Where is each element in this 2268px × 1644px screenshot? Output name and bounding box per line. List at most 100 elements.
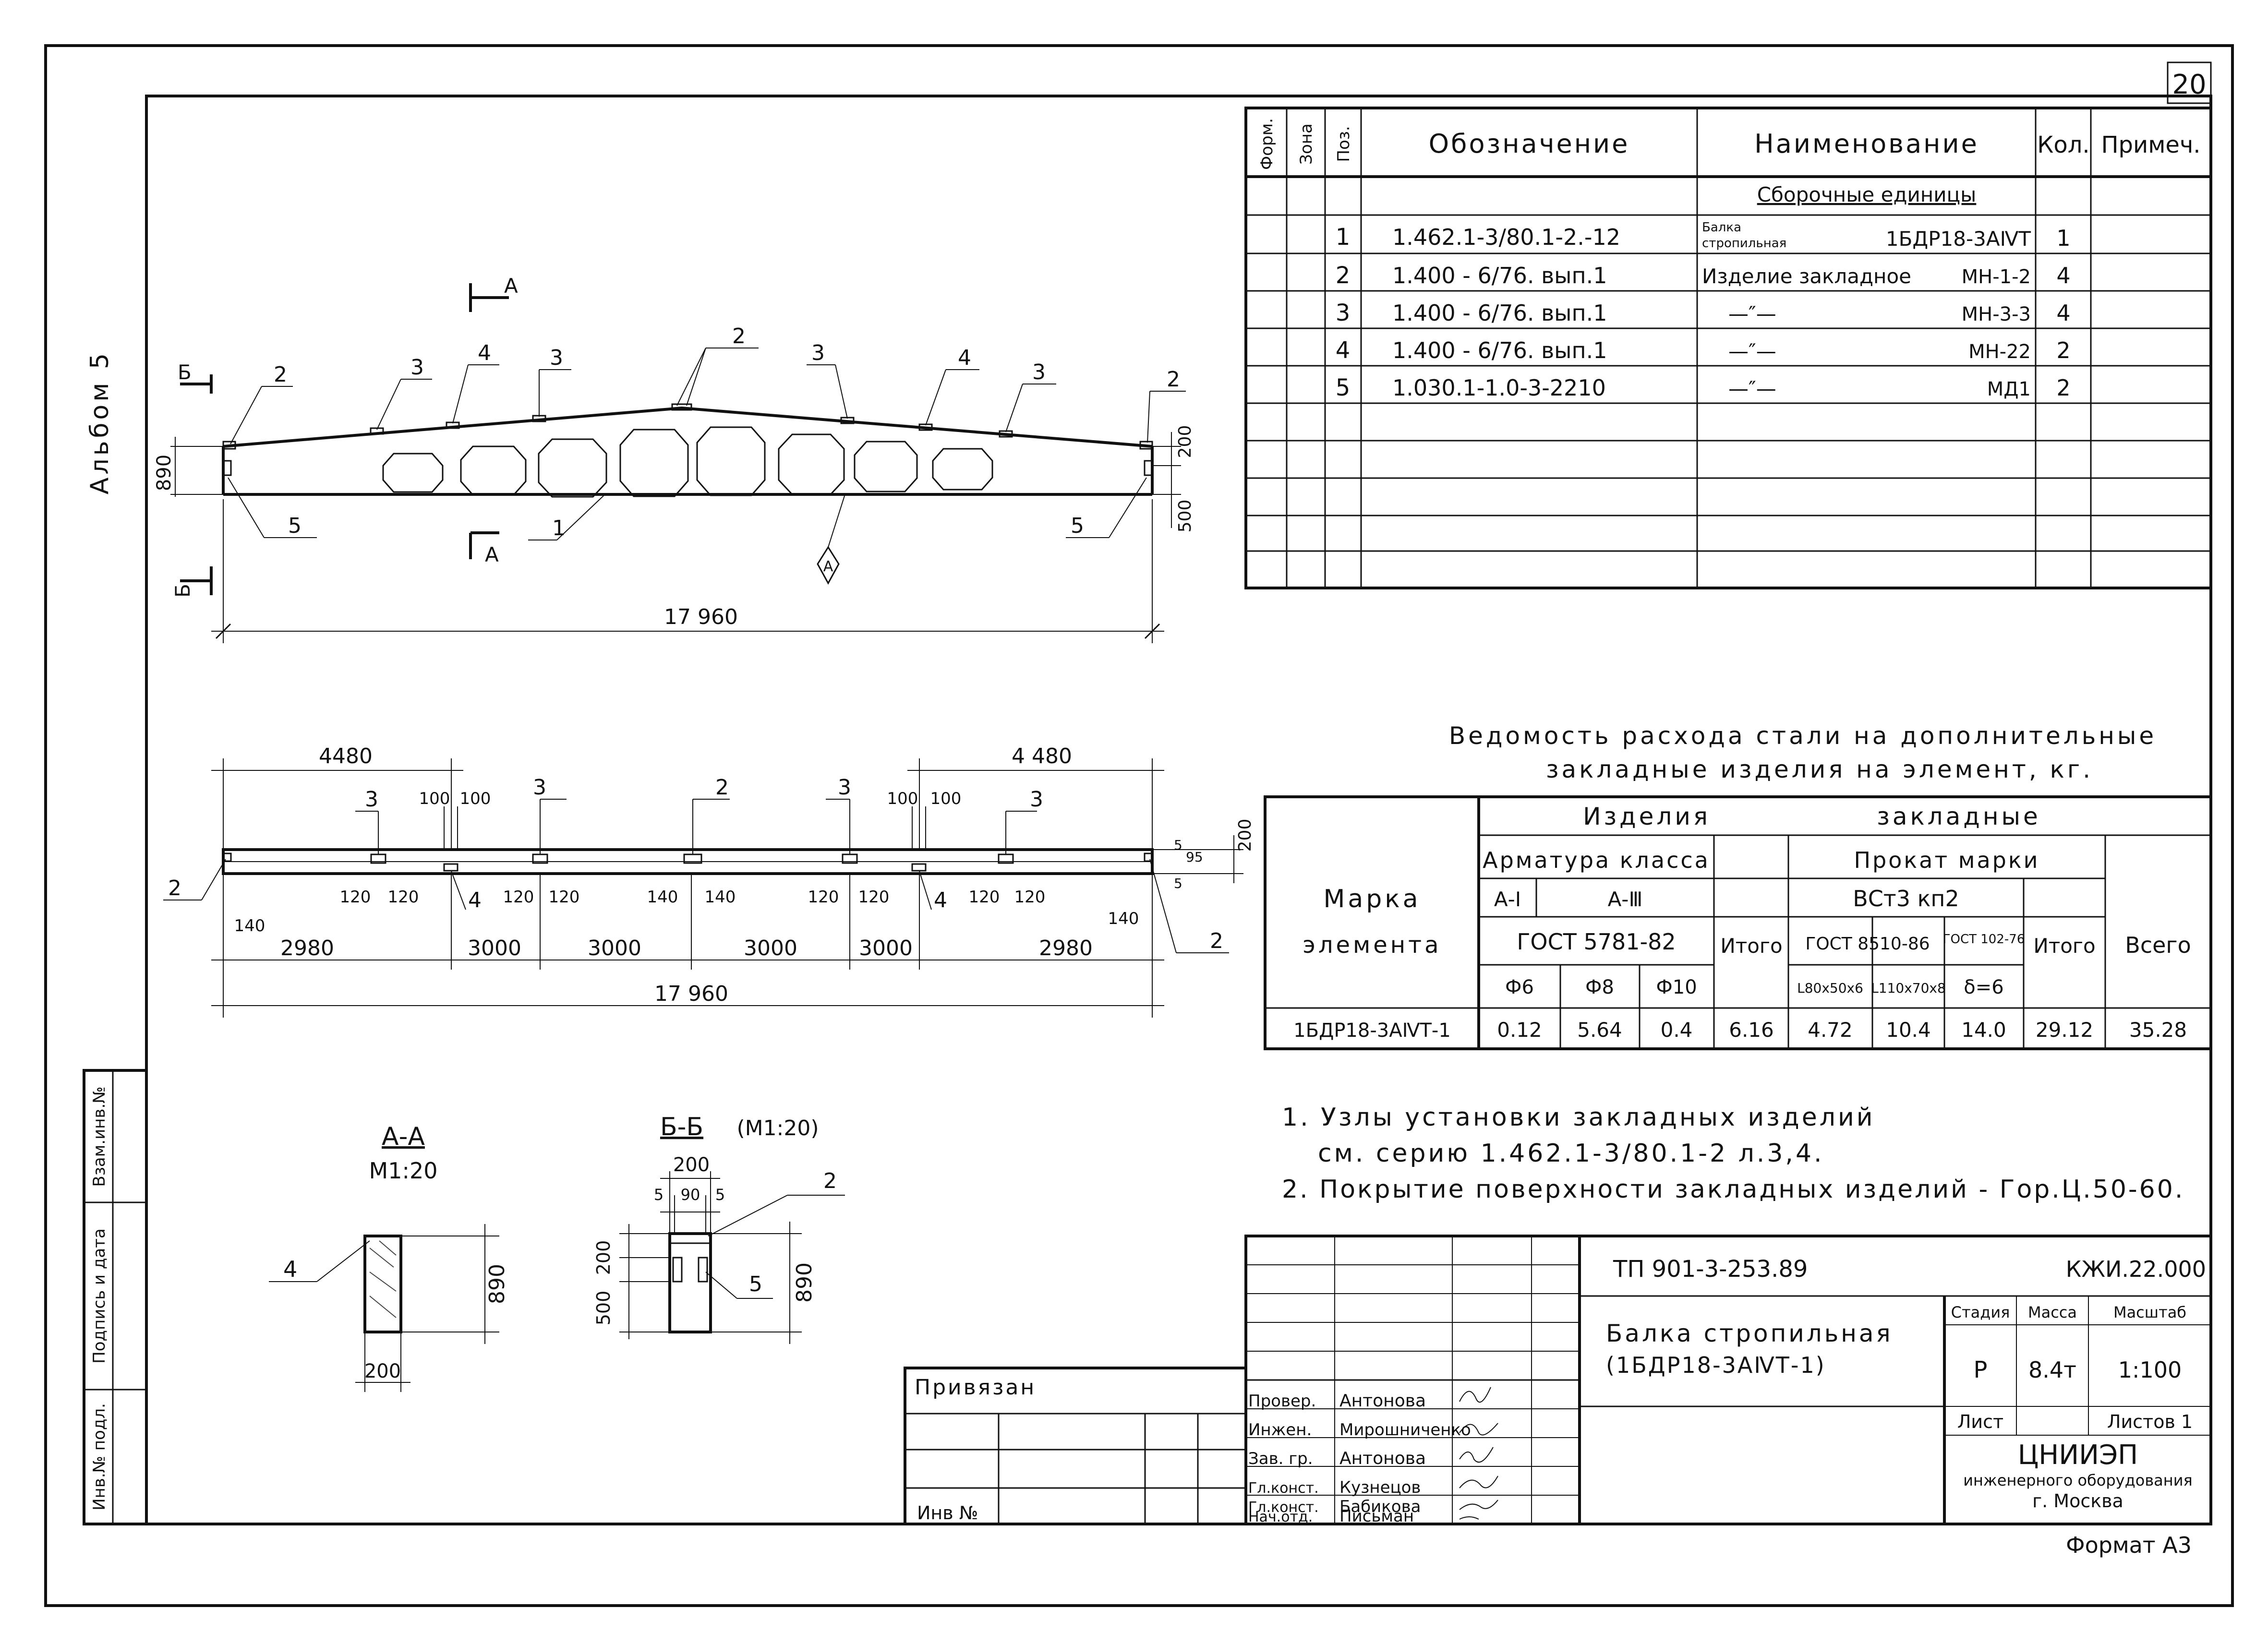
beam-elevation: А А Б Б 890 200 500 17 960 2 [153,274,1195,643]
svg-text:4: 4 [1336,337,1351,364]
steel-a3: А-Ⅲ [1608,888,1643,911]
tb-stage-h: Стадия [1951,1303,2010,1321]
svg-text:5.64: 5.64 [1577,1018,1622,1042]
svg-text:2: 2 [168,876,181,900]
svg-text:2: 2 [1210,929,1223,953]
plan-dim-100: 100 [419,789,450,808]
spec-header-note: Примеч. [2101,132,2200,158]
format-label: Формат А3 [2066,1532,2192,1558]
svg-text:Мирошниченко: Мирошниченко [1339,1420,1471,1440]
steel-d8: Ф8 [1585,976,1614,998]
section-aa: А-А М1:20 4 890 200 [269,1122,509,1392]
note-1: 1. Узлы установки закладных изделий [1282,1103,1875,1132]
svg-text:3: 3 [365,787,378,812]
plan-spacing: 2980 [280,936,334,960]
svg-text:2: 2 [1336,262,1351,289]
elev-length: 17 960 [664,605,738,629]
steel-table: Ведомость расхода стали на дополнительны… [1264,722,2212,1050]
plan-dim-4480-right: 4 480 [1012,744,1072,768]
spec-row: 5 1.030.1-1.0-3-2210 —″— МД1 2 [1336,374,2071,401]
svg-text:Кузнецов: Кузнецов [1339,1478,1421,1497]
steel-rolled-mark: Прокат марки [1854,847,2039,873]
plan-total-length: 17 960 [654,982,728,1006]
stamp-signature-date: Подпись и дата [90,1228,109,1364]
svg-text:0.12: 0.12 [1497,1018,1542,1042]
plan-dim-140: 140 [1108,909,1139,928]
steel-gost-rebar: ГОСТ 5781-82 [1517,929,1676,955]
plan-spacing: 2980 [1039,936,1093,960]
tb-stage: Р [1974,1356,1988,1383]
elev-dim-200: 200 [1175,425,1195,458]
note-1b: см. серию 1.462.1-3/80.1-2 л.3,4. [1318,1139,1824,1168]
svg-text:1: 1 [1336,224,1351,251]
svg-text:—″—: —″— [1728,377,1776,400]
plan-dim-120: 120 [503,888,534,907]
plan-dim-5: 5 [1174,837,1182,853]
section-a-top: А [504,274,518,298]
stamp-inv-no: Инв.№ подл. [90,1403,109,1511]
svg-text:Гл.конст.: Гл.конст. [1248,1499,1319,1516]
svg-text:Гл.конст.: Гл.конст. [1248,1480,1319,1497]
svg-text:2: 2 [715,775,729,800]
plan-dim-120: 120 [340,888,371,907]
sheet-number-box: 20 [2167,61,2212,104]
plan-dim-100: 100 [887,789,918,808]
tb-org-2: инженерного оборудования [1963,1471,2193,1489]
svg-text:Бабикова: Бабикова [1339,1497,1421,1516]
note-2: 2. Покрытие поверхности закладных издели… [1282,1175,2184,1204]
section-bb-scale: (М1:20) [736,1116,819,1140]
section-bb-dim-200: 200 [593,1240,614,1275]
steel-gost-102: ГОСТ 102-76 [1943,932,2025,947]
svg-text:1.400 - 6/76. вып.1: 1.400 - 6/76. вып.1 [1392,337,1607,363]
elevation-callouts: 2 3 4 3 2 3 4 3 2 1 5 5 А [228,324,1186,585]
plan-dim-140: 140 [647,888,678,907]
plan-callouts: 3 3 2 3 3 2 4 4 2 [163,775,1229,953]
svg-text:35.28: 35.28 [2129,1018,2187,1042]
tb-people: Антонова Мирошниченко Антонова Кузнецов … [1339,1391,1471,1526]
attached-block: Привязан Инв № [904,1367,1247,1525]
svg-text:4: 4 [468,888,482,912]
svg-text:2: 2 [2056,375,2070,401]
steel-group-items: Изделия [1583,803,1711,830]
section-bb-title: Б-Б [660,1113,703,1141]
section-bb-dim-90: 90 [681,1186,700,1204]
plan-dim-120: 120 [1014,888,1046,907]
steel-col-mark2: элемента [1303,932,1441,959]
svg-text:3: 3 [410,355,424,380]
section-b-top: Б [178,360,192,384]
plan-dim-4480-left: 4480 [319,744,373,768]
spec-header-zone: Зона [1297,123,1316,165]
svg-text:стропильная: стропильная [1702,236,1786,251]
spec-header-qty: Кол. [2037,132,2089,158]
steel-data-row: 1БДР18-3АⅣТ-1 0.12 5.64 0.4 6.16 4.72 10… [1293,1018,2187,1042]
svg-text:2: 2 [274,362,287,387]
steel-title-2: закладные изделия на элемент, кг. [1546,756,2093,783]
plan-spacing: 3000 [859,936,913,960]
svg-text:1БДР18-3АⅣТ-1: 1БДР18-3АⅣТ-1 [1293,1020,1451,1042]
spec-header-designation: Обозначение [1429,129,1630,159]
spec-row: 4 1.400 - 6/76. вып.1 —″— МН-22 2 [1336,337,2071,364]
svg-text:МН-3-3: МН-3-3 [1962,303,2031,325]
plan-dim-140: 140 [705,888,736,907]
elev-callout-5-left: 5 [288,514,302,538]
svg-text:Антонова: Антонова [1339,1391,1426,1411]
svg-text:4: 4 [2056,263,2070,288]
svg-text:3: 3 [550,346,563,370]
section-aa-scale: М1:20 [369,1158,438,1184]
spec-header-form: Форм. [1257,118,1277,170]
svg-text:Письман: Письман [1339,1507,1414,1526]
tb-mass: 8.4т [2028,1357,2076,1383]
beam-opening [382,426,993,498]
svg-text:3: 3 [1032,360,1046,384]
svg-text:1.462.1-3/80.1-2.-12: 1.462.1-3/80.1-2.-12 [1392,224,1620,250]
steel-d6: Ф6 [1505,976,1534,998]
tb-scale-h: Масштаб [2113,1303,2186,1321]
svg-text:МН-22: МН-22 [1968,341,2031,363]
section-b-bottom: Б [171,584,194,598]
section-bb-callout-5: 5 [749,1272,762,1296]
svg-text:3: 3 [533,775,546,800]
spec-header-pos: Поз. [1334,126,1353,162]
steel-itogo2: Итого [2033,934,2095,958]
section-bb-dim-5: 5 [654,1186,664,1204]
svg-text:1.030.1-1.0-3-2210: 1.030.1-1.0-3-2210 [1392,375,1606,401]
